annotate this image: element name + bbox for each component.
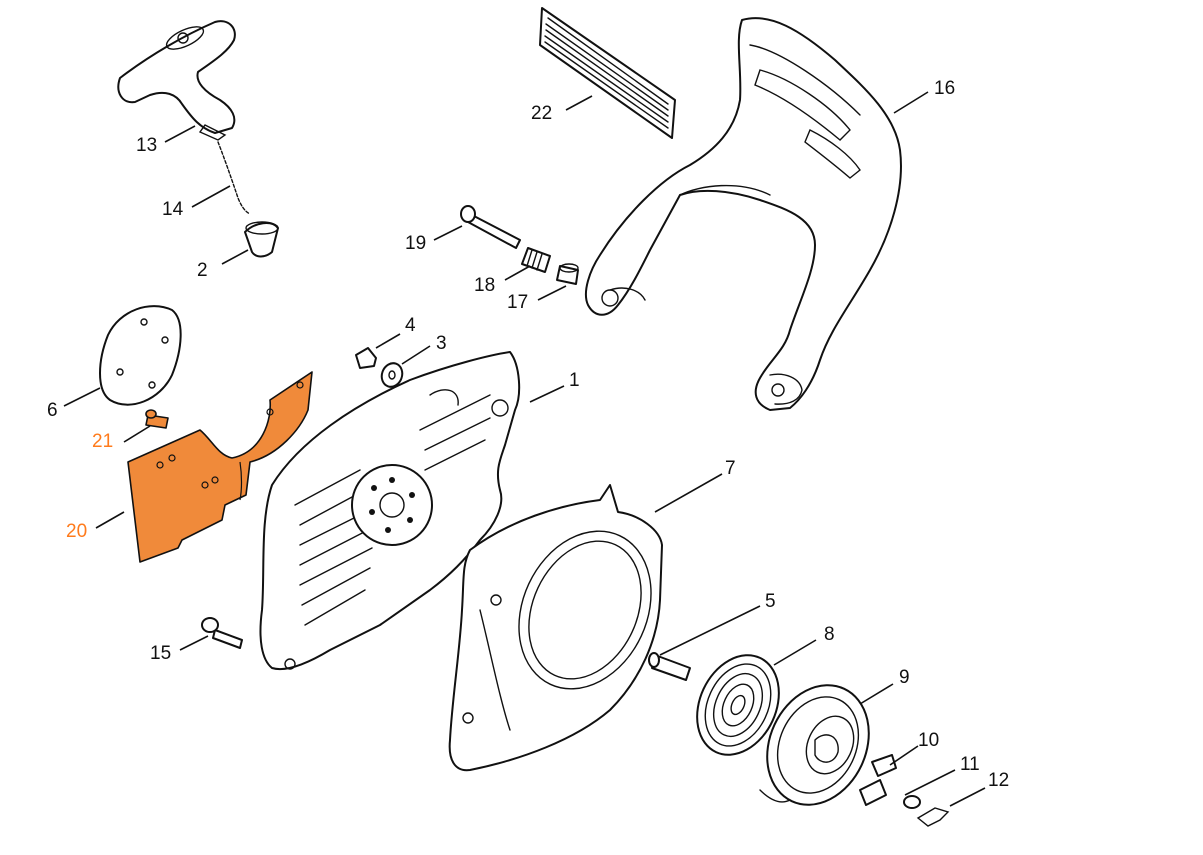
leader-lines [63,91,986,807]
callout-2: 2 [197,260,208,281]
starter-grip-part[interactable] [117,20,236,141]
highlighted-screw-part[interactable] [145,409,169,429]
cover-grille-part[interactable] [539,7,676,139]
sleeve-part[interactable] [556,263,579,285]
round-cover-plate-part[interactable] [99,305,182,406]
pawl-part[interactable] [859,754,897,806]
callout-20-highlighted: 20 [66,521,87,542]
callout-18: 18 [474,275,495,296]
washer-part[interactable] [378,360,405,389]
callout-8: 8 [824,624,835,645]
callout-4: 4 [405,315,416,336]
callout-22: 22 [531,103,552,124]
starter-rope-part[interactable] [217,141,251,215]
sprocket-cover-housing-part[interactable] [259,351,521,670]
callout-17: 17 [507,292,528,313]
fan-housing-part[interactable] [448,484,676,772]
callout-14: 14 [162,199,184,220]
hand-guard-part[interactable] [584,17,902,411]
callout-16: 16 [934,78,955,99]
callout-10: 10 [918,730,939,751]
callout-7: 7 [725,458,736,479]
rope-rotor-part[interactable] [748,669,887,822]
callout-labels: 1 2 3 4 5 6 7 8 9 10 11 12 13 14 15 16 1… [47,78,1009,791]
callout-13: 13 [136,135,157,156]
callout-9: 9 [899,667,910,688]
rewind-spring-part[interactable] [682,642,795,768]
housing-screw-part[interactable] [201,617,243,649]
callout-1: 1 [569,370,580,391]
highlighted-baffle-plate-part[interactable] [127,371,313,563]
callout-3: 3 [436,333,447,354]
callout-21-highlighted: 21 [92,431,113,452]
callout-12: 12 [988,770,1009,791]
spring-clip-part[interactable] [916,807,950,827]
callout-5: 5 [765,591,776,612]
callout-6: 6 [47,400,58,421]
rope-guide-bushing-part[interactable] [244,221,279,258]
pin-part[interactable] [648,652,691,681]
shoulder-screw-part[interactable] [460,205,521,249]
collar-nut-part[interactable] [355,347,377,369]
washer-ring-part[interactable] [903,795,921,809]
callout-15: 15 [150,643,171,664]
callout-11: 11 [960,754,980,775]
callout-19: 19 [405,233,426,254]
